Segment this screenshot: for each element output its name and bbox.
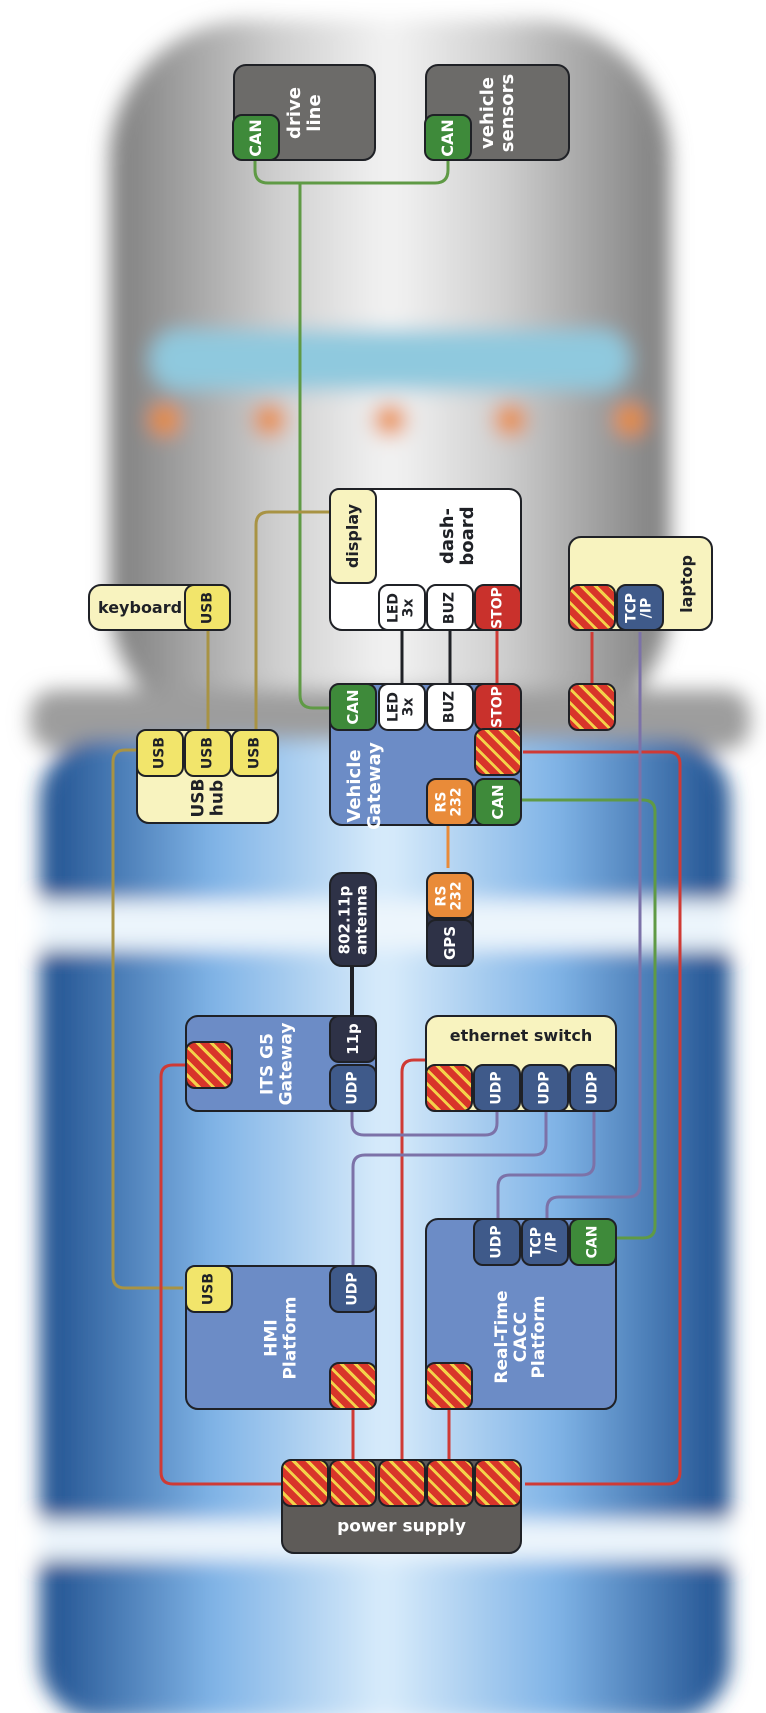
gateway-rs232-port: RS 232	[426, 778, 474, 826]
its-g5-gateway-label: ITS G5 Gateway	[259, 1022, 296, 1105]
power-supply-output-4	[426, 1459, 474, 1507]
usb-hub-port-2: USB	[184, 729, 232, 777]
dashboard-buz-port: BUZ	[426, 584, 474, 631]
cacc-power-port	[425, 1362, 473, 1410]
ethernet-switch-label: ethernet switch	[450, 1027, 592, 1045]
power-line-switch	[402, 1060, 425, 1462]
gateway-power-port	[474, 728, 522, 776]
cacc-tcpip-port: TCP /IP	[521, 1218, 569, 1266]
its-power-port	[185, 1041, 233, 1089]
cacc-platform-label: Real-Time CACC Platform	[493, 1290, 549, 1383]
laptop-power-port	[568, 584, 616, 631]
keyboard-usb-port: USB	[184, 584, 231, 631]
vehicle-sensors-can-port: CAN	[424, 114, 472, 161]
gateway-stop-port: STOP	[474, 683, 522, 731]
its-udp-port: UDP	[329, 1064, 377, 1112]
usb-hub-port-3: USB	[231, 729, 279, 777]
gateway-can-port-top: CAN	[329, 683, 377, 731]
usb-line-display	[256, 512, 330, 733]
hmi-usb-port: USB	[185, 1265, 233, 1313]
drive-line-can-port: CAN	[232, 114, 280, 161]
drive-line-label: drive line	[285, 87, 325, 139]
power-supply-output-1	[281, 1459, 329, 1507]
vehicle-gateway-label: Vehicle Gateway	[345, 743, 385, 831]
usb-hub-label: USB hub	[189, 779, 226, 818]
antenna-label: 802.11p antenna	[337, 885, 370, 955]
gateway-can-port-bottom: CAN	[474, 778, 522, 826]
dashboard-stop-port: STOP	[474, 584, 522, 631]
power-supply-output-5	[474, 1459, 522, 1507]
hmi-power-port	[329, 1362, 377, 1410]
switch-udp-port-3: UDP	[569, 1064, 617, 1112]
keyboard-label: keyboard	[98, 599, 182, 617]
power-supply-output-3	[378, 1459, 426, 1507]
gateway-buz-port: BUZ	[426, 683, 474, 731]
power-supply-label: power supply	[337, 1518, 466, 1537]
switch-power-port	[425, 1064, 473, 1112]
laptop-label: laptop	[678, 555, 696, 613]
cacc-can-port: CAN	[569, 1218, 617, 1266]
can-line-trunk	[300, 183, 336, 708]
display-port: display	[329, 488, 377, 584]
cacc-udp-port: UDP	[473, 1218, 521, 1266]
antenna-module: 802.11p antenna	[329, 872, 377, 967]
power-supply-output-2	[329, 1459, 377, 1507]
vehicle-sensors-label: vehicle sensors	[478, 73, 518, 151]
laptop-charger-port	[568, 683, 616, 731]
its-11p-port: 11p	[329, 1015, 377, 1063]
usb-line-hmi	[113, 750, 183, 1288]
dashboard-led-port: LED 3x	[378, 584, 426, 631]
usb-hub-port-1: USB	[136, 729, 184, 777]
switch-udp-port-2: UDP	[521, 1064, 569, 1112]
eth-line-its	[352, 1110, 497, 1135]
gps-rs232-port: RS 232	[426, 872, 474, 919]
gps-port: GPS	[426, 919, 474, 967]
gateway-led-port: LED 3x	[378, 683, 426, 731]
laptop-tcpip-port: TCP /IP	[616, 584, 664, 631]
dashboard-label: dash- board	[438, 506, 478, 565]
switch-udp-port-1: UDP	[473, 1064, 521, 1112]
hmi-udp-port: UDP	[329, 1265, 377, 1313]
hmi-platform-label: HMI Platform	[262, 1296, 299, 1379]
